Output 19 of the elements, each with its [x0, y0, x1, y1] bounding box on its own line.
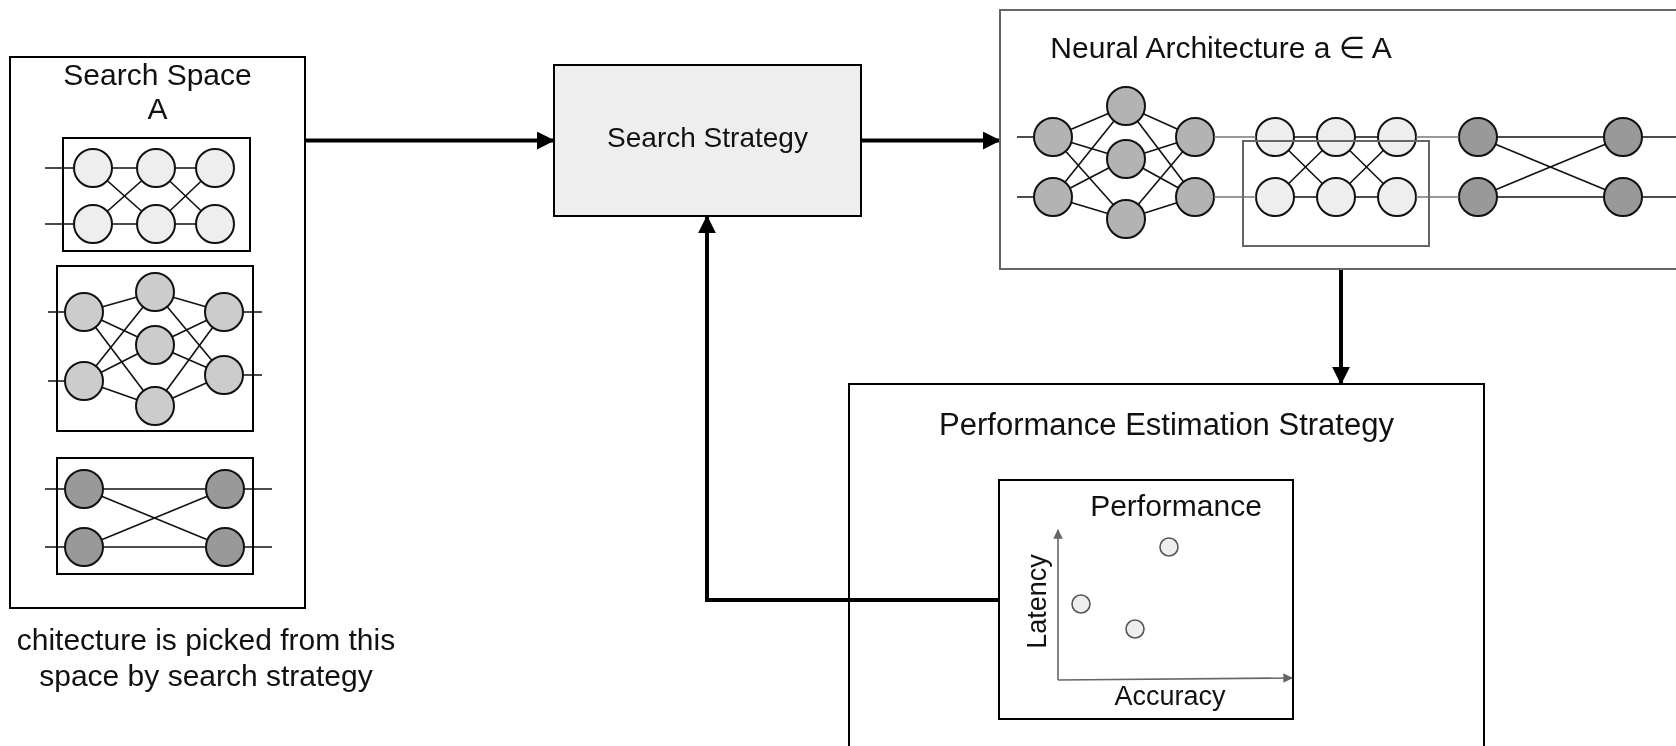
arrow	[698, 215, 998, 602]
arrow	[862, 131, 1001, 150]
node-title: Search Space A	[62, 58, 253, 126]
node-title: Performance Estimation Strategy	[938, 407, 1395, 443]
strategy-panel	[848, 383, 1485, 746]
network-box	[62, 137, 251, 252]
process-box	[553, 64, 862, 217]
caption-text: chitecture is picked from this space by search strategy	[15, 622, 397, 694]
chart-title: Performance	[1089, 489, 1263, 524]
node-label: Search Strategy	[606, 122, 809, 155]
arrow	[1332, 270, 1350, 385]
arrow	[306, 131, 555, 150]
node-title: Neural Architecture a ∈ A	[1049, 31, 1393, 66]
architecture-box	[999, 9, 1676, 270]
axis-label: Latency	[1023, 553, 1051, 651]
network-box	[1242, 140, 1430, 247]
network-box	[56, 457, 254, 575]
axis-label: Accuracy	[1113, 683, 1227, 710]
chart-box	[998, 479, 1294, 720]
